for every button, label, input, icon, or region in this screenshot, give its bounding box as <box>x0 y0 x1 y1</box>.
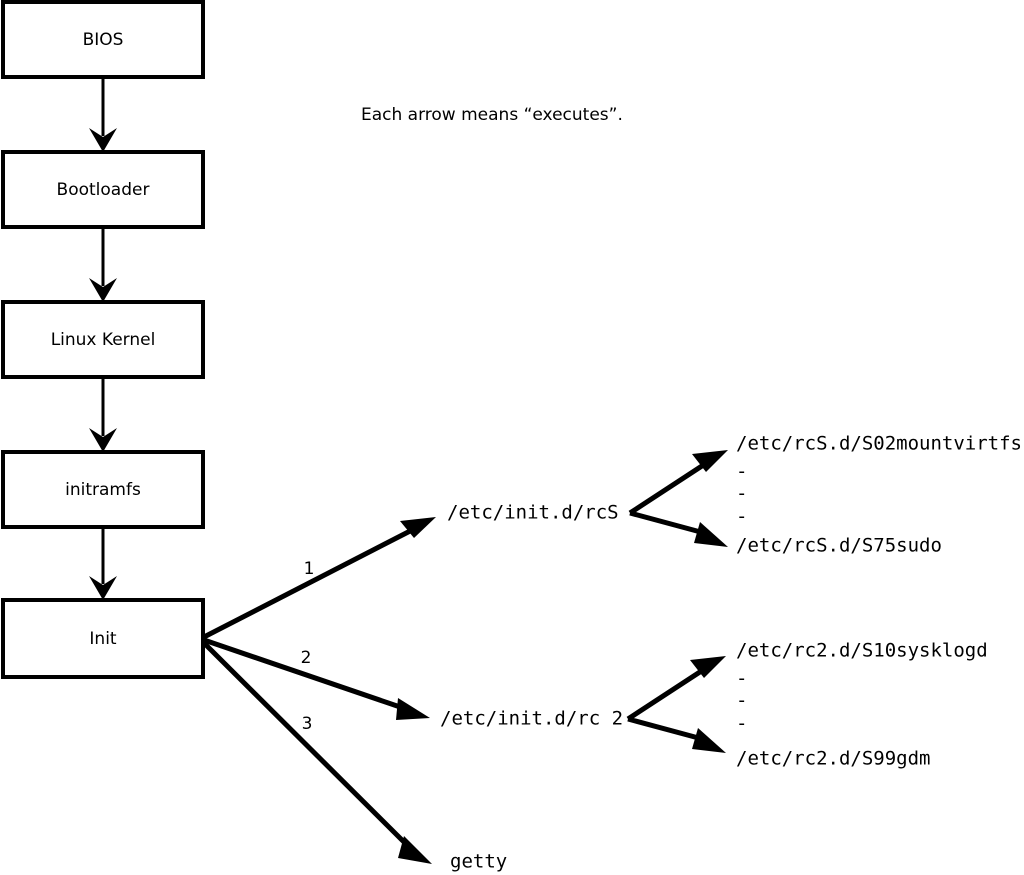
initramfs-box-label: initramfs <box>65 480 141 500</box>
stage-box-bios: BIOS <box>1 0 205 79</box>
rc2-ellipsis-dash-3: - <box>736 713 747 735</box>
stage-box-bootloader: Bootloader <box>1 150 205 229</box>
rcs-ellipsis-dash-2: - <box>736 483 747 505</box>
arrow-init-to-rcs <box>202 517 436 640</box>
arrow-rc2-to-last-script <box>627 716 726 753</box>
stage-box-linux-kernel: Linux Kernel <box>1 300 205 379</box>
rc2-ellipsis-dash-1: - <box>736 668 747 690</box>
arrow-bios-to-bootloader <box>89 77 117 152</box>
bios-box-label: BIOS <box>83 30 124 50</box>
rc2-d-first-script-label: /etc/rc2.d/S10sysklogd <box>736 640 988 662</box>
arrow-init-to-getty <box>202 641 432 864</box>
arrow-initramfs-to-init <box>89 527 117 600</box>
branch-number-1: 1 <box>304 559 315 579</box>
rcs-d-last-script-label: /etc/rcS.d/S75sudo <box>736 535 942 557</box>
arrow-rcs-to-first-script <box>628 450 728 516</box>
rcs-d-first-script-label: /etc/rcS.d/S02mountvirtfs <box>736 433 1022 455</box>
diagram-caption: Each arrow means “executes”. <box>361 105 623 125</box>
arrow-bootloader-to-kernel <box>89 227 117 302</box>
arrow-rc2-to-first-script <box>626 656 726 722</box>
rcs-ellipsis-dash-3: - <box>736 506 747 528</box>
rc2-d-last-script-label: /etc/rc2.d/S99gdm <box>736 748 930 770</box>
init-box-label: Init <box>89 629 117 649</box>
arrow-rcs-to-last-script <box>629 510 728 547</box>
stage-box-initramfs: initramfs <box>1 450 205 529</box>
rc2-script-label: /etc/init.d/rc 2 <box>440 708 623 730</box>
getty-label: getty <box>450 851 507 873</box>
initramfs-box-rect <box>1 450 205 529</box>
branch-number-2: 2 <box>301 648 312 668</box>
arrow-init-to-rc2 <box>203 637 430 720</box>
bios-box-rect <box>1 0 205 79</box>
linux-kernel-box-label: Linux Kernel <box>51 330 156 350</box>
branch-number-3: 3 <box>302 714 313 734</box>
rcs-script-label: /etc/init.d/rcS <box>447 502 619 524</box>
stage-box-init: Init <box>1 598 205 679</box>
rcs-ellipsis-dash-1: - <box>736 461 747 483</box>
rc2-ellipsis-dash-2: - <box>736 690 747 712</box>
bootloader-box-label: Bootloader <box>57 180 150 200</box>
arrow-kernel-to-initramfs <box>89 377 117 452</box>
